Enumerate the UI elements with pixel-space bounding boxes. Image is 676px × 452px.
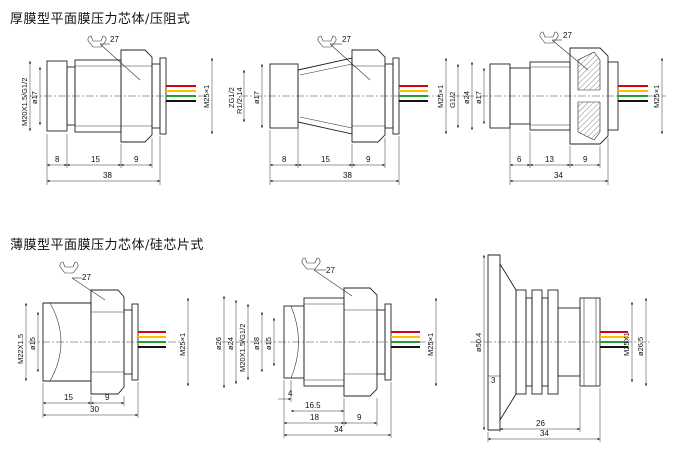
wire-leads: [600, 331, 628, 348]
wrench-icon: [317, 35, 371, 81]
diameter-dim-label: ø18: [252, 337, 261, 350]
thread-dim-label: M25×1: [178, 333, 187, 356]
diameter-dim-label: ø17: [252, 91, 261, 104]
thread-dim-label: M20X1.5/G1/2: [20, 78, 29, 126]
total-length-label: 38: [103, 171, 112, 180]
diameter-dim-label: ø15: [264, 337, 273, 350]
wire-leads: [391, 331, 420, 348]
length-dim-label: 18: [310, 413, 319, 422]
diameter-dim-label: ø17: [474, 91, 483, 104]
length-dim-label: 9: [134, 155, 139, 164]
thread-dim-label: M25X1: [622, 332, 631, 356]
diameter-dim-label: ø24: [462, 91, 471, 104]
length-dim-label: 8: [282, 155, 287, 164]
wire-leads: [138, 331, 166, 348]
sensor-drawing-4: 27 M22X1.5 ø15 M25×1 15 9 30: [16, 261, 190, 418]
thread-dim-label: M25×1: [202, 85, 211, 108]
total-length-label: 38: [343, 171, 352, 180]
thread-dim-label: R1/2-14: [235, 87, 244, 114]
wrench-icon: [59, 261, 106, 301]
length-dim-label: 13: [545, 155, 554, 164]
sensor-drawing-5: 27 ø26 ø24 M20X1.5/G1/2 ø18 ø15 M25×1: [214, 257, 438, 438]
diameter-dim-label: ø26.5: [636, 337, 645, 356]
length-dim-label: 15: [91, 155, 100, 164]
wrench-size-label: 27: [342, 35, 351, 44]
length-dim-label: 4: [288, 389, 293, 398]
wrench-size-label: 27: [82, 273, 91, 282]
length-dim-label: 9: [366, 155, 371, 164]
thread-dim-label: M25×1: [652, 85, 661, 108]
thread-dim-label: G1/2: [448, 92, 457, 108]
wrench-icon: [301, 257, 353, 297]
length-dim-label: 6: [517, 155, 522, 164]
diameter-dim-label: ø50.4: [474, 333, 483, 352]
thread-dim-label: M25×1: [436, 85, 445, 108]
length-dim-label: 15: [321, 155, 330, 164]
diameter-dim-label: ø24: [226, 337, 235, 350]
thread-dim-label: M20X1.5/G1/2: [238, 324, 247, 372]
length-dim-label: 26: [536, 419, 545, 428]
section-heading-thick-film: 厚膜型平面膜压力芯体/压阻式: [10, 12, 191, 27]
diameter-dim-label: ø15: [28, 337, 37, 350]
length-dim-label: 16.5: [305, 401, 321, 410]
thread-dim-label: M25×1: [426, 333, 435, 356]
wire-leads: [166, 85, 196, 102]
wrench-size-label: 27: [326, 266, 335, 275]
sensor-drawing-6: ø50.4 M25X1 ø26.5 3 26 34: [470, 254, 650, 442]
sensor-drawing-1: 27 M20X1.5/G1/2 ø17 M25×1 8 15: [20, 35, 214, 185]
length-dim-label: 9: [583, 155, 588, 164]
diameter-dim-label: ø26: [214, 337, 223, 350]
wire-leads: [399, 85, 428, 102]
thread-dim-label: ZG1/2: [227, 87, 236, 108]
total-length-label: 34: [540, 429, 549, 438]
length-dim-label: 15: [64, 393, 73, 402]
total-length-label: 34: [334, 425, 343, 434]
sensor-drawing-3: 27 G1/2 ø24 ø17 M25×1 6 13 9 3: [448, 31, 666, 185]
length-dim-label: 9: [357, 413, 362, 422]
total-length-label: 30: [90, 405, 99, 414]
length-dim-label: 9: [105, 393, 110, 402]
wrench-size-label: 27: [110, 35, 119, 44]
wire-leads: [618, 85, 648, 102]
total-length-label: 34: [554, 171, 563, 180]
wrench-size-label: 27: [563, 31, 572, 40]
wrench-icon: [87, 35, 141, 81]
section-heading-thin-film: 薄膜型平面膜压力芯体/硅芯片式: [10, 238, 204, 253]
length-dim-label: 3: [491, 376, 496, 385]
diameter-dim-label: ø17: [30, 91, 39, 104]
thread-dim-label: M22X1.5: [16, 334, 25, 364]
length-dim-label: 8: [55, 155, 60, 164]
sensor-drawing-2: 27 ZG1/2 R1/2-14 ø17 M25×1 8 15 9 38: [227, 35, 448, 185]
